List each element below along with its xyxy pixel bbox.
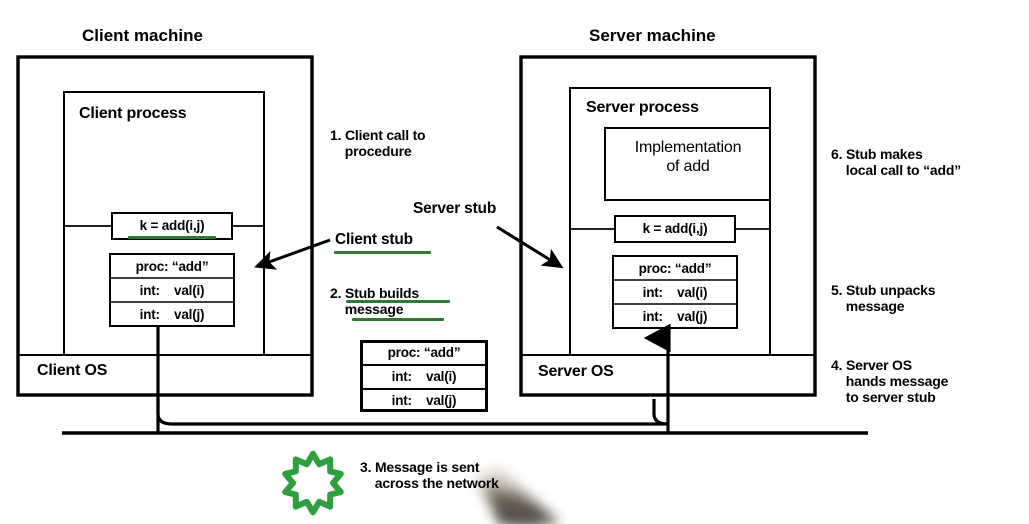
network-message-row-1: int: val(i) — [391, 369, 457, 384]
step-4-label: 4. Server OS hands message to server stu… — [831, 357, 949, 406]
network-message-row-0: proc: “add” — [387, 345, 461, 360]
client-os-label: Client OS — [37, 362, 108, 379]
step-3-label: 3. Message is sent across the network — [360, 459, 499, 492]
server-call-box — [614, 215, 736, 243]
green-starburst-icon — [282, 450, 344, 516]
server-stub-pointer-arrow — [496, 225, 564, 269]
step-2-label: 2. Stub builds message — [330, 285, 419, 318]
step-6-label: 6. Stub makes local call to “add” — [831, 146, 961, 179]
network-message-divider-1 — [362, 364, 486, 366]
client-machine-title: Client machine — [82, 26, 203, 45]
implementation-of-add-box — [604, 127, 771, 201]
server-os-label: Server OS — [538, 363, 614, 380]
stylus-pen-icon — [472, 468, 560, 524]
implementation-of-add-label: Implementation of add — [634, 139, 742, 175]
server-call-expression: k = add(i,j) — [642, 221, 708, 236]
client-message-row-2: int: val(j) — [139, 307, 205, 322]
server-message-row-2: int: val(j) — [642, 309, 708, 324]
step-2-underline-top — [346, 300, 450, 303]
server-process-title: Server process — [586, 99, 699, 116]
client-call-underline — [128, 236, 216, 239]
server-message-box — [612, 255, 738, 329]
network-message-row-2: int: val(j) — [391, 393, 457, 408]
client-call-expression: k = add(i,j) — [139, 218, 205, 233]
server-network-curve — [652, 399, 669, 426]
server-message-row-0: proc: “add” — [638, 261, 712, 276]
client-message-box — [109, 253, 235, 327]
step-5-label: 5. Stub unpacks message — [831, 282, 936, 315]
client-process-title: Client process — [79, 105, 187, 122]
step-2-underline-bottom — [352, 318, 444, 321]
client-call-box — [111, 212, 233, 240]
client-stub-label: Client stub — [335, 231, 413, 248]
step-1-label: 1. Client call to procedure — [330, 127, 426, 160]
client-message-row-1: int: val(i) — [139, 283, 205, 298]
client-stub-pointer-arrow — [254, 238, 331, 270]
client-network-curve — [156, 399, 668, 426]
network-message-box — [360, 340, 488, 412]
server-message-row-1: int: val(i) — [642, 285, 708, 300]
server-stub-label: Server stub — [413, 200, 497, 217]
network-message-divider-2 — [362, 388, 486, 390]
server-machine-title: Server machine — [589, 26, 716, 45]
client-message-row-0: proc: “add” — [135, 259, 209, 274]
client-stub-underline — [334, 251, 431, 254]
